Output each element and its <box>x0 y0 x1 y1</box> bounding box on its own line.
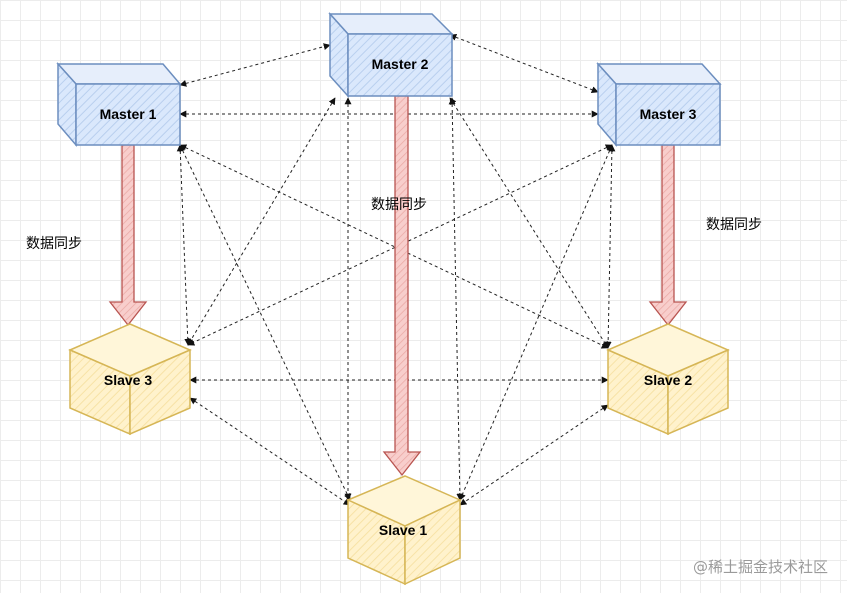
slave-1-label: Slave 1 <box>379 522 427 538</box>
sync-label-left: 数据同步 <box>26 236 82 252</box>
slave-3-node[interactable]: Slave 3 <box>68 323 192 436</box>
link-master3-slave2 <box>604 144 616 349</box>
link-master1-slave3 <box>176 144 192 346</box>
link-slave3-slave1 <box>189 397 351 506</box>
master-1-node[interactable]: Master 1 <box>56 62 182 148</box>
watermark: @稀土掘金技术社区 <box>693 558 828 576</box>
link-master2-master3 <box>449 33 599 94</box>
slave-1-node[interactable]: Slave 1 <box>346 475 462 586</box>
master-3-node[interactable]: Master 3 <box>596 62 722 148</box>
master-3-label: Master 3 <box>640 106 697 122</box>
sync-arrow-master3-slave2 <box>648 144 688 327</box>
sync-arrow-master2-slave1 <box>382 95 422 477</box>
link-master2-slave1-right <box>448 97 464 501</box>
master-2-node[interactable]: Master 2 <box>328 12 454 98</box>
link-master2-slave3 <box>187 97 336 346</box>
link-master1-slave1 <box>179 144 351 501</box>
link-master3-slave1 <box>459 144 613 501</box>
link-slave2-slave1 <box>459 404 609 506</box>
master-1-label: Master 1 <box>100 106 157 122</box>
slave-2-node[interactable]: Slave 2 <box>606 323 730 436</box>
sync-arrow-master1-slave3 <box>108 144 148 327</box>
sync-label-center: 数据同步 <box>371 197 427 213</box>
slave-3-label: Slave 3 <box>104 372 152 388</box>
master-2-label: Master 2 <box>372 56 429 72</box>
slave-2-label: Slave 2 <box>644 372 692 388</box>
sync-label-right: 数据同步 <box>706 217 762 233</box>
link-master1-master2 <box>179 43 331 87</box>
sync-arrows <box>108 95 688 477</box>
